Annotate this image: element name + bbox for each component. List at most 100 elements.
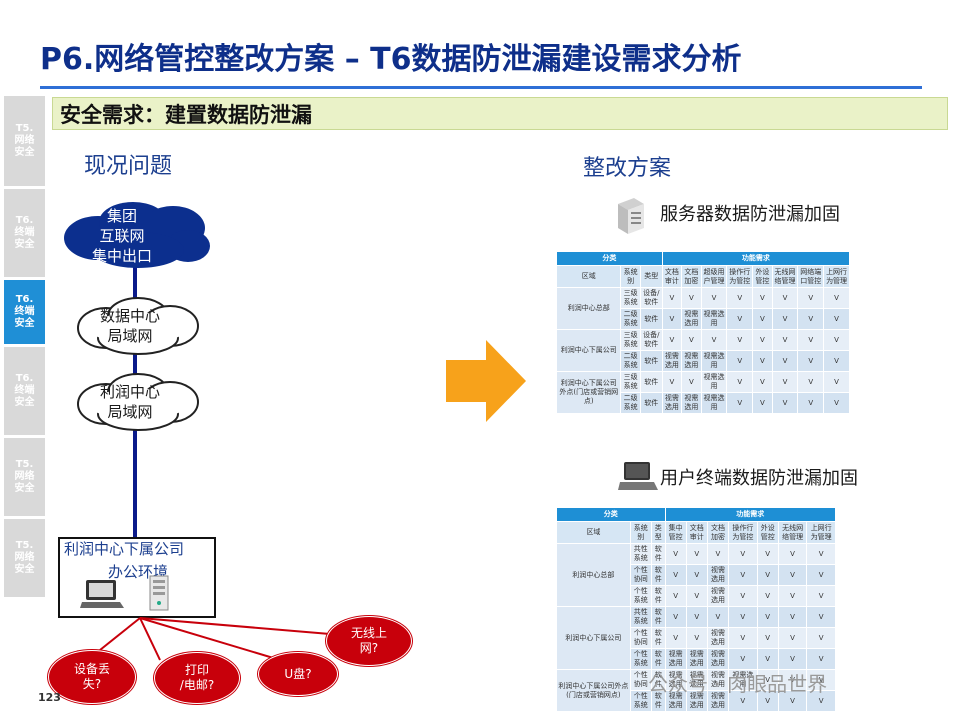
sidebar-tab-5[interactable]: T5. 网络 安全 xyxy=(4,438,45,516)
table-cell: V xyxy=(726,287,754,309)
table-cell: V xyxy=(756,690,779,712)
table-cell: 软件 xyxy=(639,392,663,414)
table-cell: 软件 xyxy=(650,564,666,586)
table-cell: V xyxy=(728,627,758,649)
table-cell: V xyxy=(726,308,754,330)
risk-wireless: 无线上 网? xyxy=(326,616,412,666)
table-cell: V xyxy=(664,627,687,649)
table-cell: V xyxy=(752,329,773,351)
table-cell: V xyxy=(728,648,758,670)
table-column-header: 系统别 xyxy=(620,265,641,288)
table-cell: 利润中心总部 xyxy=(556,543,631,607)
sidebar-tab-label: T5. 网络 安全 xyxy=(14,123,35,158)
sidebar-tab-1[interactable]: T5. 网络 安全 xyxy=(4,96,45,186)
table-cell: V xyxy=(756,585,779,607)
risk-usb-drive: U盘? xyxy=(258,652,338,696)
table-cell: V xyxy=(777,543,808,565)
requirement-banner xyxy=(52,97,948,130)
table-cell: 个性系统 xyxy=(629,648,652,670)
table-column-header: 超级用户管理 xyxy=(700,265,728,288)
table-cell: 利润中心下属公司外点(门店或营销网点) xyxy=(556,669,631,712)
profit-center-lan-cloud xyxy=(77,373,199,431)
table-cell: V xyxy=(728,585,758,607)
table-cell: V xyxy=(681,287,702,309)
table-cell: 视需选用 xyxy=(706,690,730,712)
table-column-header: 外设管控 xyxy=(756,521,779,544)
terminal-dlp-label: 用户终端数据防泄漏加固 xyxy=(660,468,858,489)
table-cell: V xyxy=(806,648,836,670)
table-column-header: 文档加密 xyxy=(681,265,702,288)
table-cell: 软件 xyxy=(650,585,666,607)
sidebar-tab-2[interactable]: T6. 终端 安全 xyxy=(4,189,45,277)
table-cell: 软件 xyxy=(639,350,663,372)
table-column-header: 操作行为管控 xyxy=(728,521,758,544)
table-cell: V xyxy=(797,329,825,351)
table-cell: V xyxy=(771,392,799,414)
office-company-label: 利润中心下属公司 xyxy=(64,540,185,558)
table-cell: 软件 xyxy=(650,648,666,670)
sidebar-tab-3-active[interactable]: T6. 终端 安全 xyxy=(4,280,45,344)
table-cell: V xyxy=(777,627,808,649)
table-cell: 视需选用 xyxy=(661,392,683,414)
table-cell: 视需选用 xyxy=(706,585,730,607)
profit-center-lan-label: 利润中心 局域网 xyxy=(100,383,161,421)
table-column-header: 无线网络管理 xyxy=(777,521,808,544)
watermark-text: 公众号 · 肉眼品世界 xyxy=(648,672,828,696)
table-cell: V xyxy=(756,627,779,649)
table-cell: V xyxy=(664,564,687,586)
remediation-heading: 整改方案 xyxy=(583,156,672,181)
table-cell: V xyxy=(756,543,779,565)
table-cell: 视需选用 xyxy=(700,392,728,414)
group-internet-label: 集团 互联网 集中出口 xyxy=(92,207,153,265)
table-cell: 视需选用 xyxy=(685,648,708,670)
table-cell: 视需选用 xyxy=(661,350,683,372)
table-cell: V xyxy=(706,543,730,565)
table-cell: V xyxy=(823,287,850,309)
table-cell: V xyxy=(664,606,687,628)
table-cell: V xyxy=(728,543,758,565)
sidebar-tab-4[interactable]: T6. 终端 安全 xyxy=(4,347,45,435)
table-cell: 视需选用 xyxy=(700,308,728,330)
sidebar-tab-6[interactable]: T5. 网络 安全 xyxy=(4,519,45,597)
table-cell: V xyxy=(726,329,754,351)
table-cell: 利润中心下属公司 xyxy=(556,606,631,670)
table-cell: V xyxy=(664,585,687,607)
sidebar-tab-label: T6. 终端 安全 xyxy=(14,373,35,408)
table-cell: 共性系统 xyxy=(629,543,652,565)
table-cell: V xyxy=(681,329,702,351)
table-cell: 三级系统 xyxy=(620,287,641,309)
table-cell: V xyxy=(797,371,825,393)
page-title: P6.网络管控整改方案 – T6数据防泄漏建设需求分析 xyxy=(40,42,742,77)
table-column-header: 上网行为管理 xyxy=(823,265,850,288)
table-cell: 视需选用 xyxy=(706,627,730,649)
table-cell: 视需选用 xyxy=(664,669,687,691)
table-cell: 个性协同 xyxy=(629,564,652,586)
table-header-row: 区域系统别类型文档审计文档加密超级用户管理操作行为管控外设管控无线网络管理网络端… xyxy=(555,265,850,288)
table-cell: 视需选用 xyxy=(664,690,687,712)
table-group-header-row: 分类功能需求 xyxy=(556,507,837,522)
table-column-header: 区域 xyxy=(556,521,631,544)
table-cell: V xyxy=(756,606,779,628)
table-cell: 视需选用 xyxy=(706,648,730,670)
table-cell: V xyxy=(823,350,850,372)
table-cell: 个性系统 xyxy=(629,585,652,607)
server-rack-icon xyxy=(618,198,644,234)
table-cell: V xyxy=(771,287,799,309)
table-cell: 软件 xyxy=(650,669,666,691)
datacenter-lan-label: 数据中心 局域网 xyxy=(100,307,161,345)
table-group-header: 功能需求 xyxy=(661,251,851,266)
table-cell: V xyxy=(728,606,758,628)
table-cell: V xyxy=(752,308,773,330)
table-cell: 二级系统 xyxy=(620,350,641,372)
table-row: 利润中心下属公司外点(门店或营销网点)个性协同软件视需选用视需选用视需选用视需选… xyxy=(556,669,836,712)
table-column-header: 类型 xyxy=(639,265,663,288)
table-cell: 视需选用 xyxy=(681,350,702,372)
table-cell: V xyxy=(771,308,799,330)
table-cell: V xyxy=(664,543,687,565)
table-cell: 软件 xyxy=(650,606,666,628)
page-number: 123 xyxy=(38,691,61,704)
table-cell: V xyxy=(685,543,708,565)
